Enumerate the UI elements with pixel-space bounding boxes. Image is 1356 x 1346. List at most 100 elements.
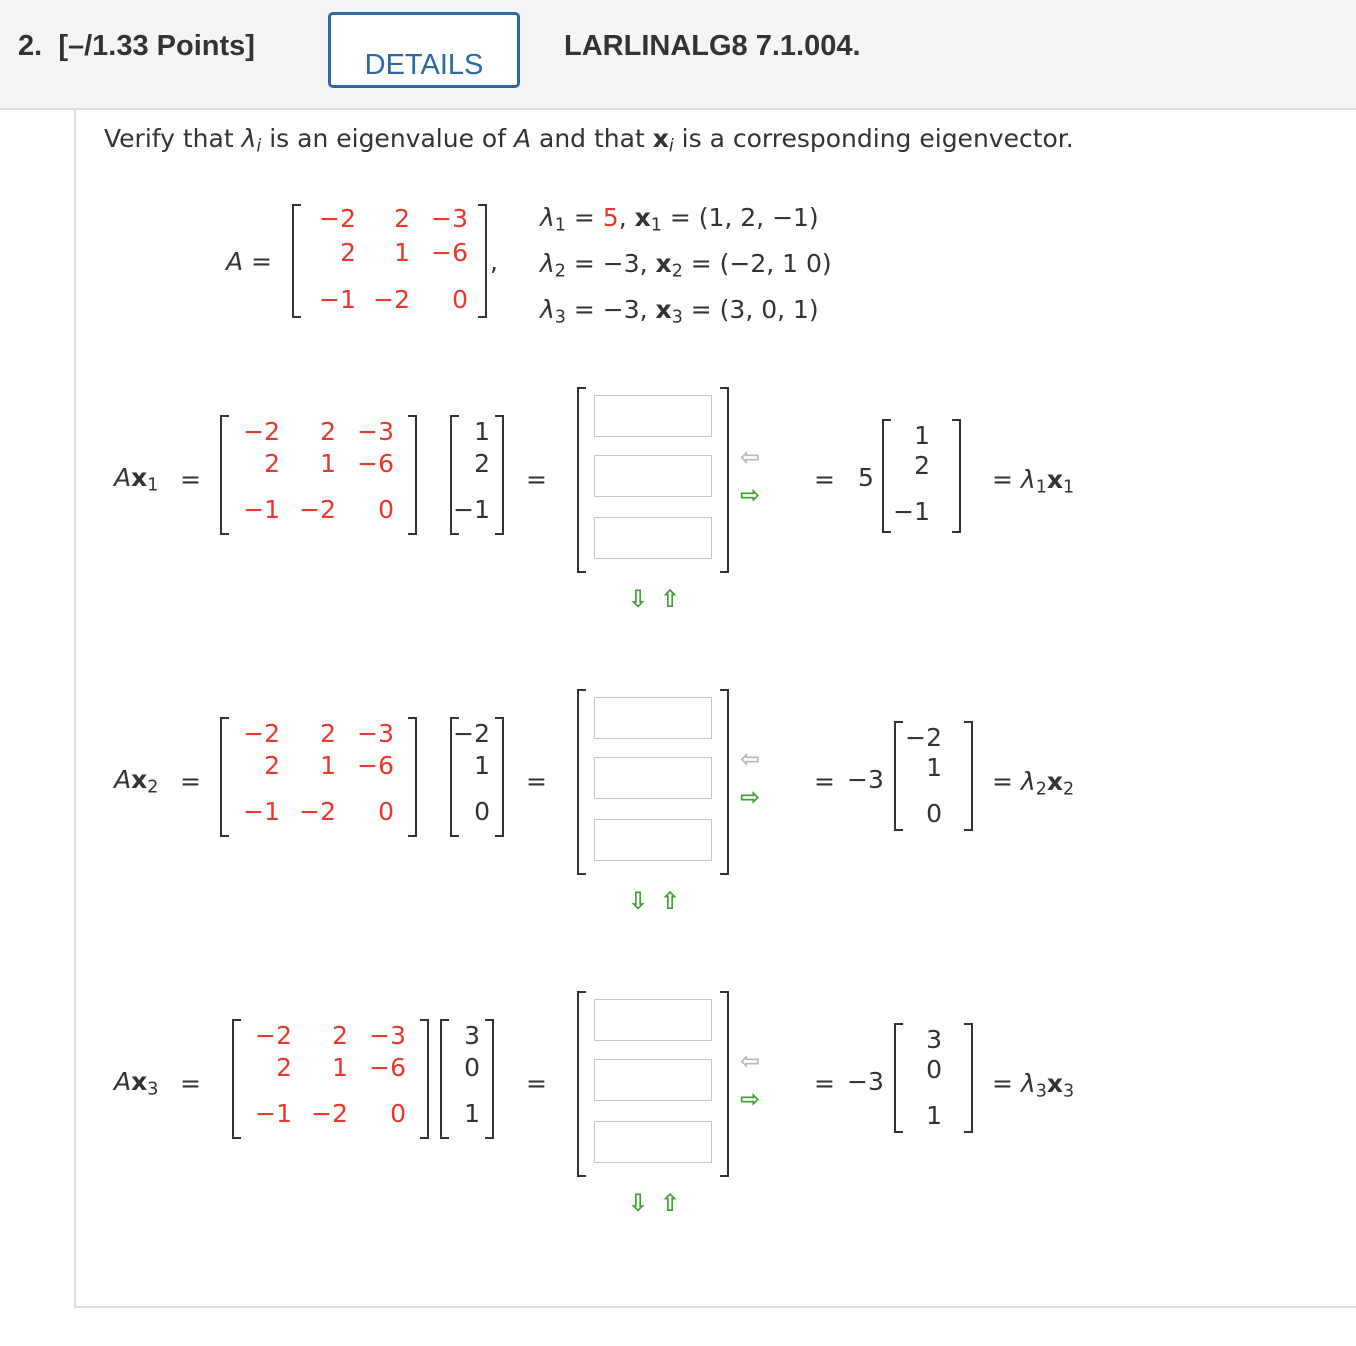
ax-label: Ax2 [114, 765, 158, 797]
move-left-arrow-icon[interactable]: ⇦ [740, 1047, 761, 1075]
subscript: 2 [147, 777, 159, 798]
matrix-symbol: A [114, 463, 132, 492]
matrix-cell: 0 [452, 285, 468, 314]
left-bracket [894, 721, 903, 831]
subscript: 1 [650, 215, 662, 236]
eigen-pair-line: λ2 = −3, x2 = (−2, 1 0) [540, 249, 832, 281]
answer-input[interactable] [594, 395, 712, 437]
subscript: 1 [554, 215, 566, 236]
question-points: [–/1.33 Points] [58, 30, 255, 62]
move-left-arrow-icon[interactable]: ⇦ [740, 745, 761, 773]
eigenvector-value: (−2, 1 0) [719, 249, 832, 278]
scalar: −3 [847, 1067, 884, 1096]
left-bracket [220, 415, 229, 535]
answer-input[interactable] [594, 1121, 712, 1163]
subscript: i [668, 136, 674, 157]
move-up-arrow-icon[interactable]: ⇧ [660, 1189, 681, 1217]
vector-symbol: x [655, 295, 672, 324]
matrix-cell: −1 [243, 797, 280, 826]
equals: = [661, 203, 699, 232]
details-button[interactable]: DETAILS [328, 12, 520, 88]
right-bracket [478, 204, 487, 318]
left-bracket [292, 204, 301, 318]
matrix-cell: 1 [320, 449, 336, 478]
question-header: 2. [–/1.33 Points] DETAILS LARLINALG8 7.… [0, 0, 1356, 110]
matrix-cell: −3 [357, 417, 394, 446]
matrix-cell: −6 [431, 238, 468, 267]
answer-input[interactable] [594, 697, 712, 739]
right-bracket [408, 415, 417, 535]
matrix-cell: −2 [373, 285, 410, 314]
answer-input[interactable] [594, 819, 712, 861]
matrix-cell: 0 [378, 495, 394, 524]
prompt-text: is an eigenvalue of [261, 124, 514, 153]
subscript: 3 [147, 1079, 159, 1100]
subscript: 2 [1062, 779, 1075, 800]
matrix-cell: 1 [320, 751, 336, 780]
move-left-arrow-icon[interactable]: ⇦ [740, 443, 761, 471]
right-bracket [720, 387, 729, 573]
move-down-arrow-icon[interactable]: ⇩ [628, 585, 649, 613]
answer-input[interactable] [594, 1059, 712, 1101]
vector-cell: 0 [464, 1053, 480, 1082]
vector-symbol: x [131, 1067, 148, 1096]
matrix-cell: 2 [276, 1053, 292, 1082]
move-right-arrow-icon[interactable]: ⇨ [740, 1085, 761, 1113]
move-up-arrow-icon[interactable]: ⇧ [660, 887, 681, 915]
a-label: A = [226, 247, 272, 276]
vector-symbol: x [1046, 465, 1063, 494]
move-right-arrow-icon[interactable]: ⇨ [740, 783, 761, 811]
right-bracket [420, 1019, 429, 1139]
vector-symbol: x [1046, 1069, 1063, 1098]
ax-label: Ax1 [114, 463, 158, 495]
matrix-cell: 0 [378, 797, 394, 826]
right-bracket [952, 419, 961, 533]
equals: = [565, 203, 603, 232]
eigenvector-value: (3, 0, 1) [719, 295, 819, 324]
move-down-arrow-icon[interactable]: ⇩ [628, 887, 649, 915]
matrix-cell: −3 [369, 1021, 406, 1050]
subscript: 3 [554, 307, 566, 328]
matrix-cell: −2 [319, 204, 356, 233]
left-bracket [440, 1019, 449, 1139]
matrix-cell: 2 [264, 751, 280, 780]
matrix-cell: 1 [332, 1053, 348, 1082]
equals: = [180, 767, 201, 796]
vector-symbol: x [655, 249, 672, 278]
answer-input[interactable] [594, 517, 712, 559]
comma: , [490, 247, 498, 276]
lambda-x-label: = λ2x2 [992, 767, 1074, 799]
matrix-cell: −6 [357, 751, 394, 780]
equals: = [565, 249, 603, 278]
subscript: 2 [554, 261, 566, 282]
matrix-symbol: A [114, 765, 132, 794]
scalar: −3 [847, 765, 884, 794]
matrix-cell: −2 [299, 797, 336, 826]
subscript: 1 [1062, 477, 1075, 498]
left-bracket [577, 991, 586, 1177]
matrix-cell: 2 [320, 417, 336, 446]
eigen-pair-line: λ1 = 5, x1 = (1, 2, −1) [540, 203, 819, 235]
vector-symbol: x [131, 463, 148, 492]
equals: = [526, 1069, 547, 1098]
vector-symbol: x [652, 124, 669, 153]
matrix-cell: 2 [320, 719, 336, 748]
left-bracket [232, 1019, 241, 1139]
matrix-cell: 0 [390, 1099, 406, 1128]
left-bracket [450, 717, 459, 837]
matrix-symbol: A [114, 1067, 132, 1096]
move-up-arrow-icon[interactable]: ⇧ [660, 585, 681, 613]
equals: = [526, 465, 547, 494]
answer-input[interactable] [594, 999, 712, 1041]
move-right-arrow-icon[interactable]: ⇨ [740, 481, 761, 509]
move-down-arrow-icon[interactable]: ⇩ [628, 1189, 649, 1217]
question-prompt: Verify that λi is an eigenvalue of A and… [104, 124, 1074, 156]
lambda-symbol: λ [540, 203, 555, 232]
equals: = [180, 465, 201, 494]
prompt-text: and that [531, 124, 653, 153]
right-bracket [408, 717, 417, 837]
answer-input[interactable] [594, 455, 712, 497]
comma: , [618, 203, 627, 232]
right-bracket [964, 721, 973, 831]
answer-input[interactable] [594, 757, 712, 799]
